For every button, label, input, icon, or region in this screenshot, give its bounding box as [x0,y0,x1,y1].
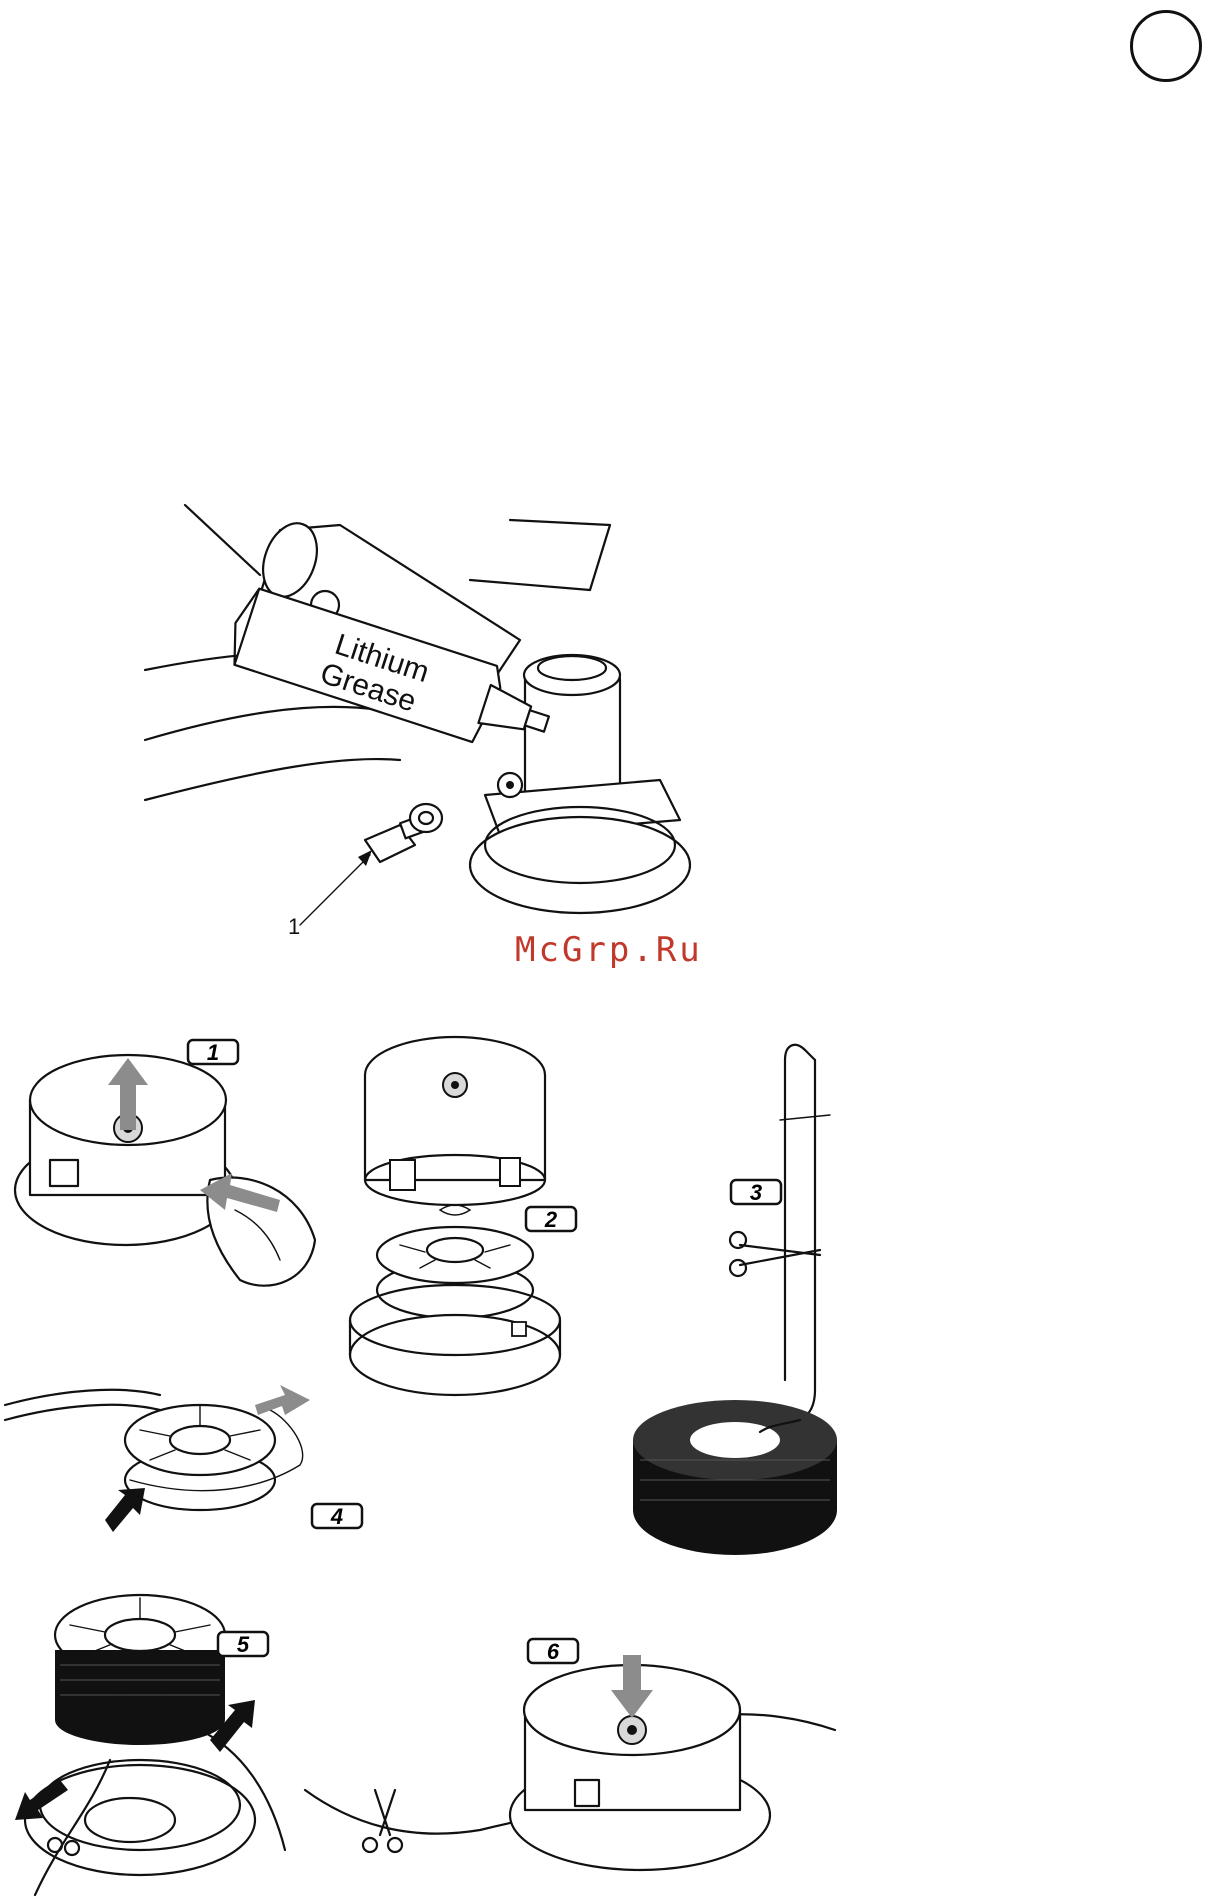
grease-figure: Lithium Grease [140,500,700,940]
step-2-badge: 2 [524,1205,580,1235]
step-2-label: 2 [544,1207,558,1232]
step-3-illustration [620,1040,850,1560]
step-4-badge: 4 [310,1502,366,1532]
step-6-label: 6 [547,1639,560,1664]
step-1-badge: 1 [186,1038,242,1068]
step-5-label: 5 [237,1632,250,1657]
step-6-illustration [300,1640,840,1890]
watermark: McGrp.Ru [515,930,703,970]
step-6-badge: 6 [526,1637,582,1667]
scissors-icon [363,1790,402,1852]
step-3-badge: 3 [729,1178,785,1208]
step-4-illustration [0,1370,360,1550]
step-1-label: 1 [207,1040,219,1065]
step-5-illustration [0,1580,300,1900]
screw-part [365,804,442,862]
step-3-label: 3 [750,1180,762,1205]
step-5-badge: 5 [216,1630,272,1660]
language-badge-circle [1130,10,1202,82]
step-1-illustration [10,1040,340,1300]
scissors-icon [730,1232,820,1276]
callout-number: 1 [288,914,300,940]
step-4-label: 4 [330,1504,343,1529]
